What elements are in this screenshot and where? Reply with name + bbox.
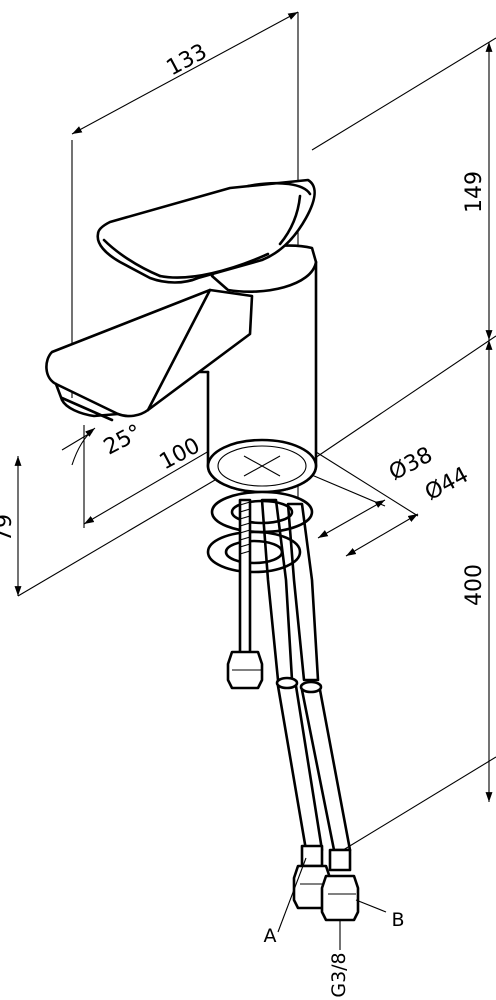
hose-upper-b	[286, 502, 320, 682]
mounting-hardware	[206, 490, 314, 690]
hoses	[260, 498, 360, 950]
hex-nut-b	[320, 874, 360, 922]
label-thread: G3/8	[328, 952, 350, 997]
label-a: A	[264, 925, 277, 947]
dim-400-label: 400	[462, 564, 487, 606]
washer-lower	[206, 530, 302, 574]
dimension-79: 79	[0, 456, 22, 596]
dim-100-label: 100	[156, 433, 205, 475]
dimension-400: 400	[462, 340, 493, 802]
dim-25-label: 25°	[100, 420, 146, 460]
dim-133-label: 133	[163, 39, 212, 81]
dim-79-label: 79	[0, 514, 17, 542]
dimension-25-degree: 25°	[71, 420, 146, 466]
extension-lines	[17, 12, 496, 859]
dim-d44-label: Ø44	[421, 463, 473, 506]
label-b: B	[391, 909, 404, 931]
dim-149-label: 149	[462, 171, 487, 213]
hose-lower-a	[276, 684, 324, 852]
faucet-body	[45, 178, 318, 494]
callouts: A B G3/8	[264, 857, 405, 998]
dimension-149: 149	[462, 42, 493, 340]
dimension-133: 133	[71, 11, 299, 135]
